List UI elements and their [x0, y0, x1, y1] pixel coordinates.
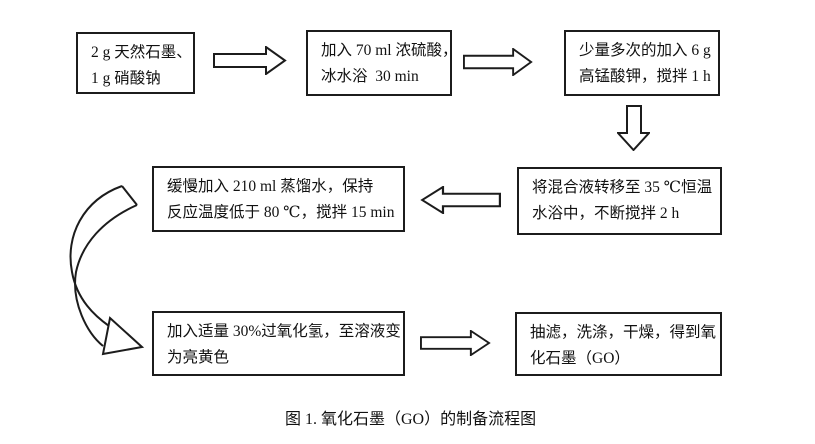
flow-box-warm-water-bath-line1: 将混合液转移至 35 ℃恒温	[532, 179, 713, 196]
flow-box-add-sulfuric-acid: 加入 70 ml 浓硫酸， 冰水浴 30 min	[306, 30, 458, 96]
flow-box-warm-water-bath: 将混合液转移至 35 ℃恒温 水浴中，不断搅拌 2 h	[517, 167, 722, 235]
block-arrow-right-icon	[213, 46, 287, 75]
flow-box-add-peroxide-line2: 为亮黄色	[167, 349, 230, 366]
flow-box-warm-water-bath-line2: 水浴中，不断搅拌 2 h	[532, 205, 680, 222]
flow-box-filter-wash-dry-line1: 抽滤，洗涤，干燥，得到氧	[530, 324, 717, 341]
block-arrow-down-icon	[617, 105, 650, 151]
flow-box-raw-materials: 2 g 天然石墨、 1 g 硝酸钠	[76, 32, 195, 94]
figure-caption: 图 1. 氧化石墨（GO）的制备流程图	[285, 411, 537, 428]
flow-box-add-distilled-water-line2: 反应温度低于 80 ℃，搅拌 15 min	[167, 204, 395, 221]
flow-box-add-permanganate-line2: 高锰酸钾，搅拌 1 h	[579, 68, 711, 85]
flow-box-filter-wash-dry: 抽滤，洗涤，干燥，得到氧 化石墨（GO）	[515, 312, 722, 376]
flow-box-raw-materials-line1: 2 g 天然石墨、	[91, 44, 192, 61]
block-arrow-right-icon	[420, 330, 491, 356]
flow-box-add-sulfuric-acid-line2: 冰水浴 30 min	[321, 68, 419, 85]
block-arrow-right-icon	[463, 48, 533, 76]
flow-box-add-permanganate: 少量多次的加入 6 g 高锰酸钾，搅拌 1 h	[564, 30, 720, 96]
flow-box-add-permanganate-line1: 少量多次的加入 6 g	[579, 42, 711, 59]
flow-box-filter-wash-dry-line2: 化石墨（GO）	[530, 350, 630, 367]
curved-arrow-icon	[57, 178, 149, 373]
flow-box-add-distilled-water-line1: 缓慢加入 210 ml 蒸馏水，保持	[167, 178, 374, 195]
flow-box-raw-materials-line2: 1 g 硝酸钠	[91, 70, 161, 87]
flow-box-add-sulfuric-acid-line1: 加入 70 ml 浓硫酸，	[321, 42, 458, 59]
block-arrow-left-icon	[420, 186, 501, 214]
flow-box-add-distilled-water: 缓慢加入 210 ml 蒸馏水，保持 反应温度低于 80 ℃，搅拌 15 min	[152, 166, 405, 232]
flow-box-add-peroxide-line1: 加入适量 30%过氧化氢，至溶液变	[167, 323, 401, 340]
flow-box-add-peroxide: 加入适量 30%过氧化氢，至溶液变 为亮黄色	[152, 311, 405, 376]
